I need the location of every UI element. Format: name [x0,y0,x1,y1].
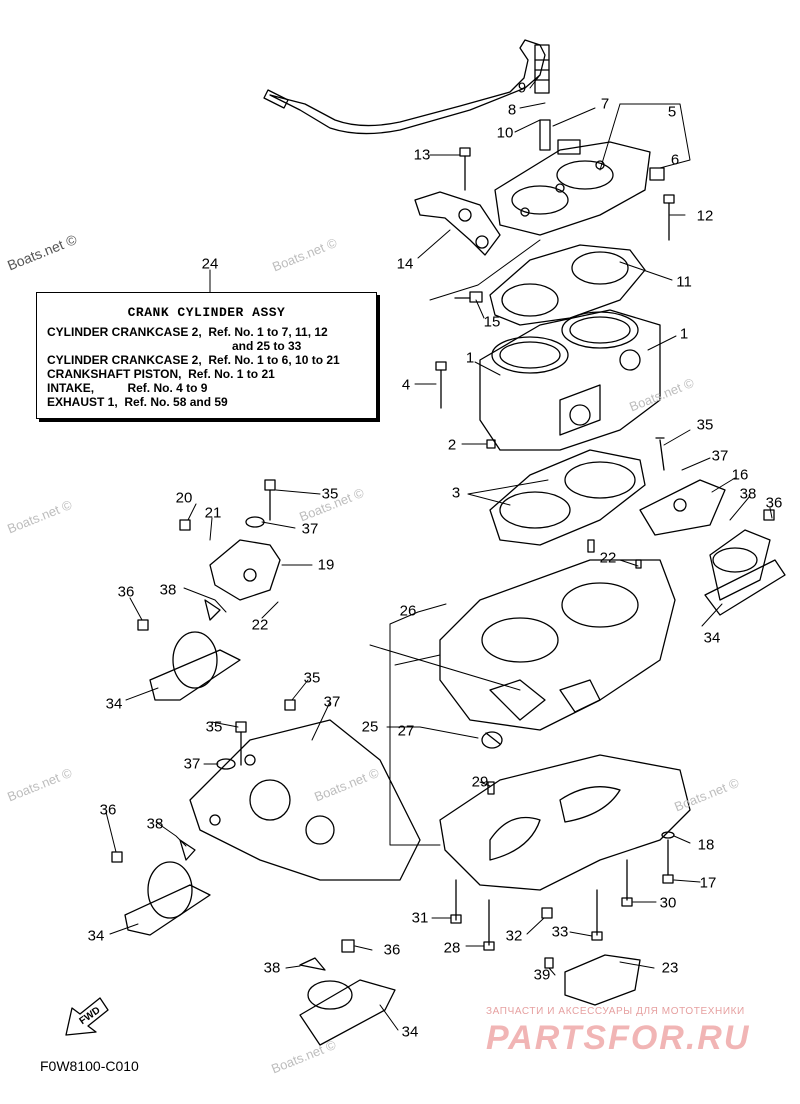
callout-number: 33 [551,923,569,941]
callout-number: 22 [251,616,269,634]
crankcase-lower-part [439,754,691,891]
brand-watermark: ЗАПЧАСТИ И АКСЕССУАРЫ ДЛЯ МОТОТЕХНИКИ PA… [486,1006,786,1058]
callout-number: 38 [263,959,281,977]
callout-number: 18 [697,836,715,854]
bolt-parts [435,147,675,449]
callout-number: 27 [397,722,415,740]
callout-number: 36 [383,941,401,959]
figure-code: F0W8100-C010 [40,1058,139,1074]
callout-number: 35 [205,718,223,736]
callout-number: 34 [401,1023,419,1041]
brand-name: PARTSFOR.RU [486,1019,751,1057]
brand-tagline: ЗАПЧАСТИ И АКСЕССУАРЫ ДЛЯ МОТОТЕХНИКИ [486,1006,745,1017]
callout-number: 1 [679,325,689,343]
callout-number: 34 [703,629,721,647]
callout-number: 5 [667,103,677,121]
callout-number: 28 [443,939,461,957]
bearing-part [481,731,503,749]
rubber-mount-bottom-part [299,939,396,1046]
callout-number: 17 [699,874,717,892]
callout-number: 15 [483,313,501,331]
callout-number: 32 [505,927,523,945]
callout-number: 11 [676,273,692,291]
callout-number: 29 [471,773,489,791]
rubber-mount-left-upper-part [137,599,241,701]
callout-number: 35 [321,485,339,503]
callout-24: 24 [201,255,219,273]
legend-title: CRANK CYLINDER ASSY [127,305,286,320]
callout-number: 25 [361,718,379,736]
head-gasket-part [489,244,646,326]
callout-number: 39 [533,966,551,984]
callout-number: 23 [661,959,679,977]
callout-number: 26 [399,602,417,620]
callout-number: 38 [739,485,757,503]
legend-line: CRANKSHAFT PISTON, Ref. No. 1 to 21 [47,367,275,381]
bracket-part [414,191,501,256]
callout-number: 3 [451,484,461,502]
callout-number: 37 [711,447,729,465]
assembly-legend-box: CRANK CYLINDER ASSY CYLINDER CRANKCASE 2… [36,292,377,419]
long-bolt-parts [450,831,675,951]
callout-number: 35 [696,416,714,434]
leader-lines [105,74,773,1031]
callout-number: 38 [146,815,164,833]
callout-number: 37 [301,520,319,538]
callout-number: 36 [117,583,135,601]
left-casing-part [189,699,421,881]
legend-line: and 25 to 33 [232,339,302,353]
callout-number: 19 [317,556,335,574]
callout-number: 6 [670,151,680,169]
callout-number: 12 [696,207,714,225]
callout-number: 35 [303,669,321,687]
cylinder-block-part [479,309,661,451]
callout-number: 20 [175,489,193,507]
callout-number: 31 [411,909,429,927]
legend-line: INTAKE, Ref. No. 4 to 9 [47,381,208,395]
callout-number: 22 [599,549,617,567]
callout-number: 8 [507,101,517,119]
callout-number: 14 [396,255,414,273]
hose-part [263,39,550,135]
callout-number: 37 [183,755,201,773]
callout-number: 34 [105,695,123,713]
legend-line: EXHAUST 1, Ref. No. 58 and 59 [47,395,228,409]
callout-number: 10 [496,124,514,142]
fwd-arrow-icon [65,997,109,1036]
cylinder-head-part [494,119,665,236]
callout-number: 9 [517,79,527,97]
callout-number: 16 [731,466,749,484]
rubber-mount-right-part [704,509,786,616]
callout-number: 4 [401,376,411,394]
cover-part [544,954,641,1006]
callout-number: 38 [159,581,177,599]
callout-number: 37 [323,693,341,711]
legend-line: CYLINDER CRANKCASE 2, Ref. No. 1 to 6, 1… [47,353,340,367]
callout-number: 30 [659,894,677,912]
crankcase-upper-part [439,539,676,731]
rubber-mount-left-lower-part [111,839,211,936]
callout-number: 36 [765,494,783,512]
engine-mount-bracket-part [179,479,281,601]
callout-number: 21 [204,504,222,522]
legend-line: CYLINDER CRANKCASE 2, Ref. No. 1 to 7, 1… [47,325,328,339]
manifold-part [639,437,726,536]
callout-number: 34 [87,927,105,945]
callout-number: 7 [600,95,610,113]
callout-number: 36 [99,801,117,819]
callout-number: 2 [447,436,457,454]
callout-number: 13 [413,146,431,164]
base-gasket-part [489,449,646,546]
callout-number: 1 [465,349,475,367]
